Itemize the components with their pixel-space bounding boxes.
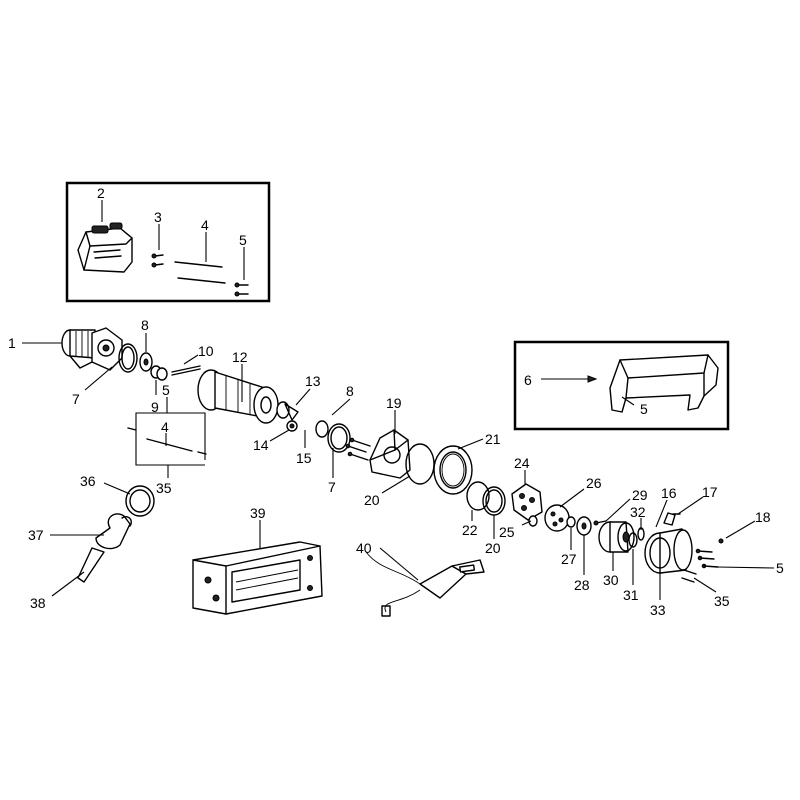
callout-40: 40 <box>356 540 372 556</box>
callout-5-tie: 5 <box>162 382 170 398</box>
callout-35-tie: 35 <box>156 480 172 496</box>
inset-box-hardware <box>65 181 271 303</box>
callout-27: 27 <box>561 551 577 567</box>
callout-2: 2 <box>97 185 105 201</box>
part-20-gasket-b <box>482 486 506 516</box>
inset-box-cover <box>513 340 730 431</box>
part-22-spacer-ring <box>466 481 490 511</box>
callout-8-right: 8 <box>346 383 354 399</box>
part-12-drum <box>197 369 279 424</box>
part-14-bearing <box>286 420 298 432</box>
part-35-bolts-right <box>681 569 697 583</box>
callout-10: 10 <box>198 343 214 359</box>
callout-32: 32 <box>630 504 646 520</box>
callout-19: 19 <box>386 395 402 411</box>
part-36-hook-ring <box>125 485 155 517</box>
part-9-coupler <box>150 365 168 381</box>
callout-21: 21 <box>485 431 501 447</box>
callout-1: 1 <box>8 335 16 351</box>
part-31-spacer <box>628 532 638 548</box>
callout-25: 25 <box>499 524 515 540</box>
part-33-end-housing <box>644 528 693 574</box>
callout-15: 15 <box>296 450 312 466</box>
part-7-gasket-right <box>327 423 351 453</box>
part-40-remote-control <box>365 551 485 617</box>
callout-14: 14 <box>253 437 269 453</box>
part-24-planet-carrier <box>511 483 543 521</box>
callout-37: 37 <box>28 527 44 543</box>
callout-4-tie: 4 <box>161 419 169 435</box>
part-1-motor <box>61 327 123 371</box>
part-26-carrier <box>544 504 570 532</box>
callout-38: 38 <box>30 595 46 611</box>
callout-39: 39 <box>250 505 266 521</box>
callout-4-inset: 4 <box>201 217 209 233</box>
callout-16: 16 <box>661 485 677 501</box>
callout-5-inset: 5 <box>239 232 247 248</box>
part-7-gasket-left <box>118 343 138 373</box>
part-13-gear-shaft <box>276 401 299 421</box>
callout-17: 17 <box>702 484 718 500</box>
part-16-clutch-lever <box>663 512 676 526</box>
part-3-bolts <box>151 253 164 268</box>
part-27-gear <box>566 516 576 528</box>
part-38-strap <box>77 547 105 583</box>
callout-30: 30 <box>603 572 619 588</box>
part-5-screws-inset <box>234 282 249 297</box>
part-28-planet-gear <box>576 516 592 536</box>
callout-18: 18 <box>755 509 771 525</box>
callout-26: 26 <box>586 475 602 491</box>
part-10-shaft <box>171 365 201 376</box>
callout-7-left: 7 <box>72 391 80 407</box>
callout-20-a: 20 <box>364 492 380 508</box>
part-5-screws-right <box>695 548 719 569</box>
part-29-bolt <box>593 520 607 526</box>
part-37-hook <box>95 513 132 550</box>
part-2-control-pack <box>77 222 133 273</box>
callout-7-right: 7 <box>328 479 336 495</box>
part-21-ring-gear <box>433 445 473 495</box>
callout-24: 24 <box>514 455 530 471</box>
callout-5-cover: 5 <box>640 401 648 417</box>
part-19-gear-housing-end <box>369 429 411 479</box>
callout-13: 13 <box>305 373 321 389</box>
part-25-sun-gear <box>528 515 538 527</box>
callout-36: 36 <box>80 473 96 489</box>
callout-33: 33 <box>650 602 666 618</box>
callout-6: 6 <box>524 372 532 388</box>
callout-31: 31 <box>623 587 639 603</box>
callout-9: 9 <box>151 399 159 415</box>
part-8-bushing-left <box>139 352 153 372</box>
part-6-drum-cover <box>609 354 719 413</box>
callout-12: 12 <box>232 349 248 365</box>
callout-29: 29 <box>632 487 648 503</box>
callout-5-right: 5 <box>776 560 784 576</box>
callout-28: 28 <box>574 577 590 593</box>
callout-22: 22 <box>462 522 478 538</box>
callout-20-b: 20 <box>485 540 501 556</box>
part-30-clutch-housing <box>598 521 635 553</box>
bracket-tie-bar <box>135 412 206 460</box>
part-39-roller-fairlead <box>192 541 323 615</box>
part-18-screw <box>718 538 724 544</box>
part-19-bolts <box>345 437 371 461</box>
part-4-tie-rods <box>174 261 226 284</box>
callout-35-right: 35 <box>714 593 730 609</box>
callout-8-left: 8 <box>141 317 149 333</box>
part-4-tie-bar <box>127 427 207 455</box>
part-8-bushing-right <box>315 420 329 438</box>
callout-3: 3 <box>154 209 162 225</box>
